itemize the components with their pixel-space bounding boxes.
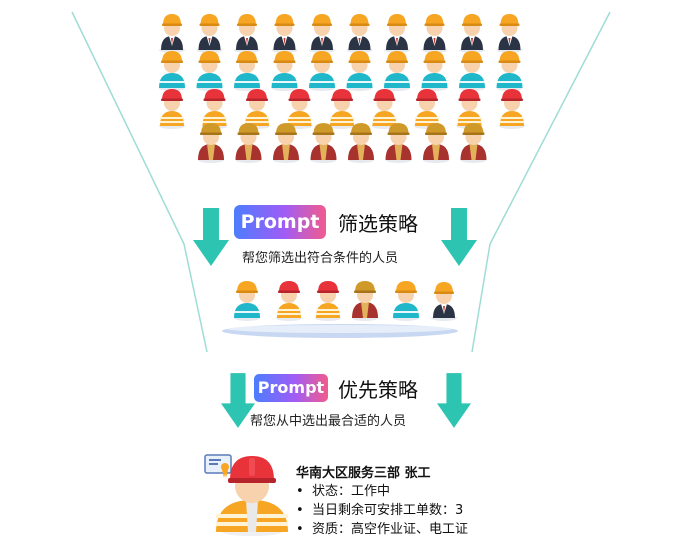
funnel-outline	[71, 11, 611, 353]
person-red-icon	[371, 89, 398, 129]
person-teal-icon	[459, 51, 485, 91]
priority-strategy-title: 优先策略	[338, 378, 418, 402]
person-red-icon	[456, 89, 483, 129]
arrow-down-icon	[437, 373, 471, 428]
person-teal-icon	[196, 51, 223, 91]
person-teal-icon	[384, 51, 410, 91]
prompt-badge-priority: Prompt	[254, 374, 328, 402]
person-teal-icon	[421, 51, 448, 91]
person-manager-icon	[421, 14, 448, 53]
funnel-left-edge	[71, 11, 208, 353]
person-teal-icon	[271, 51, 298, 91]
person-red-icon	[499, 89, 525, 129]
person-manager-icon	[431, 282, 457, 321]
prompt-badge-filter: Prompt	[234, 205, 326, 239]
person-manager-icon	[234, 14, 260, 53]
people-crowd	[159, 14, 525, 163]
arrow-down-icon	[441, 208, 477, 266]
person-manager-icon	[496, 14, 523, 53]
person-robe-icon	[352, 281, 378, 321]
person-robe-icon	[348, 123, 374, 163]
person-red-icon	[159, 89, 185, 129]
person-robe-icon	[310, 123, 337, 163]
person-robe-icon	[273, 123, 299, 163]
person-robe-icon	[235, 123, 262, 163]
selected-person-details: 状态：工作中 当日剩余可安排工单数：3 资质：高空作业证、电工证	[296, 482, 468, 539]
person-red-icon	[244, 89, 270, 129]
person-red-icon	[276, 281, 302, 321]
filtered-people-row	[234, 281, 457, 321]
person-robe-icon	[423, 123, 449, 163]
person-manager-icon	[346, 14, 373, 53]
person-teal-icon	[234, 51, 260, 91]
person-robe-icon	[198, 123, 224, 163]
selected-person-name: 华南大区服务三部 张工	[296, 466, 431, 481]
person-teal-icon	[346, 51, 373, 91]
person-red-icon	[414, 89, 440, 129]
arrow-down-icon	[193, 208, 229, 266]
person-teal-icon	[234, 281, 260, 321]
person-manager-icon	[384, 14, 410, 53]
person-teal-icon	[393, 281, 419, 321]
filter-strategy-title: 筛选策略	[338, 212, 418, 236]
funnel-right-edge	[471, 11, 611, 353]
worker-icon	[216, 456, 288, 536]
person-red-icon	[315, 281, 341, 321]
person-teal-icon	[496, 51, 523, 91]
person-robe-icon	[385, 123, 412, 163]
detail-status: 状态：工作中	[296, 482, 468, 501]
person-robe-icon	[460, 123, 487, 163]
priority-strategy-subtitle: 帮您从中选出最合适的人员	[250, 414, 407, 429]
person-red-icon	[329, 89, 355, 129]
person-manager-icon	[159, 14, 185, 53]
person-teal-icon	[159, 51, 185, 91]
person-manager-icon	[309, 14, 335, 53]
person-red-icon	[286, 89, 313, 129]
person-manager-icon	[271, 14, 298, 53]
detail-remaining-orders: 当日剩余可安排工单数：3	[296, 501, 468, 520]
filter-strategy-subtitle: 帮您筛选出符合条件的人员	[242, 251, 399, 266]
person-teal-icon	[309, 51, 335, 91]
person-manager-icon	[459, 14, 485, 53]
person-manager-icon	[196, 14, 223, 53]
certificate-icon	[204, 454, 232, 479]
person-red-icon	[201, 89, 228, 129]
detail-qualifications: 资质：高空作业证、电工证	[296, 520, 468, 539]
